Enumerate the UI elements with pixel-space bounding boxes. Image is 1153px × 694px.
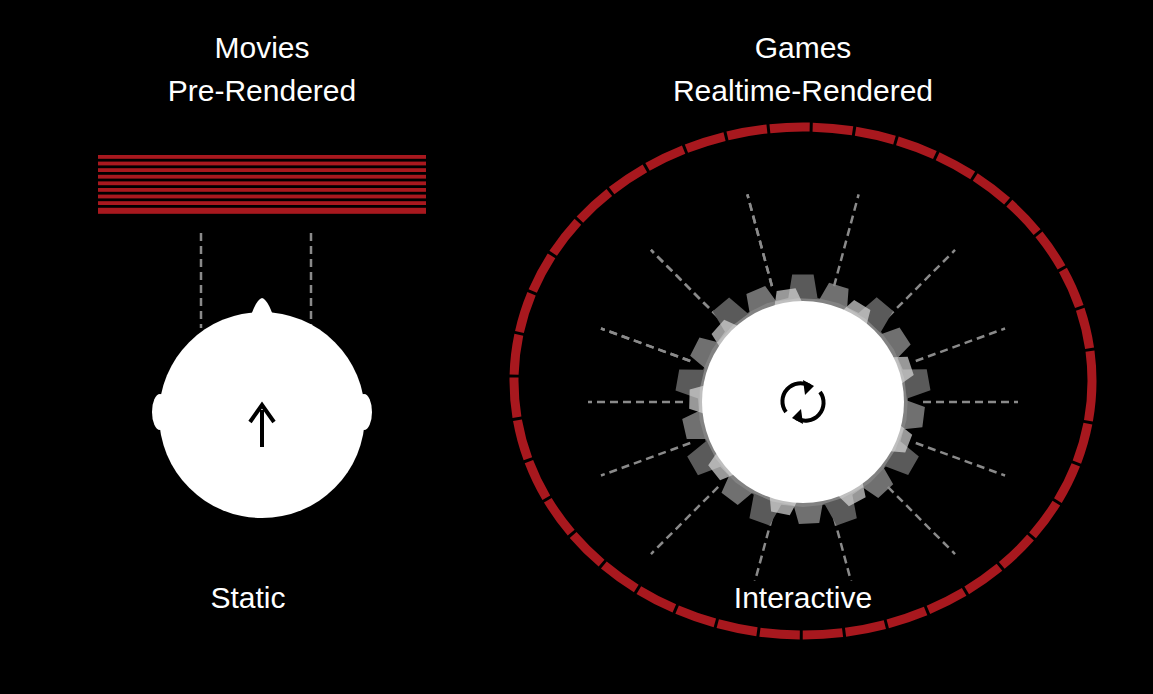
film-strip-bars <box>98 155 426 214</box>
column-subtitle: Pre-Rendered <box>164 74 360 108</box>
column-title: Games <box>751 31 856 65</box>
interaction-ring <box>514 127 1092 635</box>
viewer-head <box>152 298 372 518</box>
column-title: Movies <box>210 31 313 65</box>
mode-label: Static <box>206 581 289 615</box>
mode-label: Interactive <box>730 581 876 615</box>
rotate-icon <box>782 380 823 424</box>
column-subtitle: Realtime-Rendered <box>669 74 937 108</box>
radiating-dashes <box>588 194 1018 609</box>
rotating-gear <box>676 274 931 525</box>
dashed-line <box>310 233 313 328</box>
dashed-line <box>200 233 203 328</box>
